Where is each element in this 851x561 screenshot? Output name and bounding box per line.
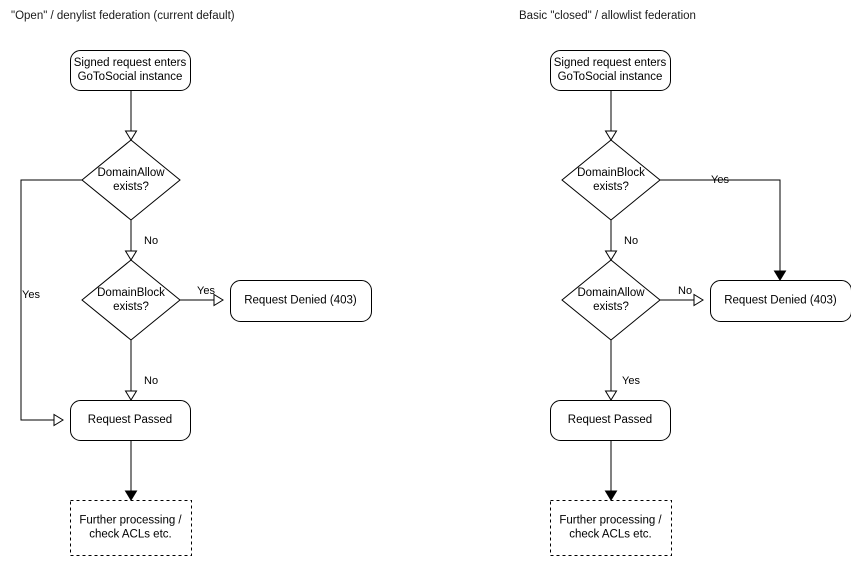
domain-allow-decision-shape <box>81 139 181 221</box>
further-processing-node-text: check ACLs etc. <box>89 529 171 541</box>
request-passed-node[interactable]: Request Passed <box>70 400 191 441</box>
further-processing-node-shape <box>70 500 192 556</box>
signed-request-entry-text: Signed request enters <box>74 57 187 69</box>
signed-request-entry-text: Signed request enters <box>554 57 667 69</box>
further-processing-node-shape <box>550 500 672 556</box>
arrowhead-filled-down <box>773 270 787 281</box>
arrowhead-open-right <box>53 413 64 427</box>
signed-request-entry-shape <box>70 50 191 91</box>
signed-request-entry-shape <box>550 50 671 91</box>
request-passed-node[interactable]: Request Passed <box>550 400 671 441</box>
panel-closed-federation: Basic "closed" / allowlist federationYes… <box>519 10 851 556</box>
panel-title: Basic "closed" / allowlist federation <box>519 10 696 22</box>
domain-allow-decision-text: DomainAllow <box>577 287 645 299</box>
request-passed-node-text: Request Passed <box>568 414 652 426</box>
domain-allow-decision-shape <box>561 259 661 341</box>
arrowhead-open-right <box>213 293 224 307</box>
edge-domain-allow-no-label: No <box>678 285 692 297</box>
domain-block-decision[interactable]: DomainBlock exists? <box>81 259 181 341</box>
signed-request-entry-text: GoToSocial instance <box>558 71 663 83</box>
arrowhead-open-down <box>604 130 618 141</box>
domain-allow-decision[interactable]: DomainAllow exists? <box>81 139 181 221</box>
edge-domain-allow-no-label: No <box>144 235 158 247</box>
domain-block-decision-text: exists? <box>593 181 629 193</box>
arrowhead-open-down <box>124 390 138 401</box>
domain-allow-decision-text: exists? <box>113 181 149 193</box>
domain-block-decision-text: DomainBlock <box>97 287 165 299</box>
domain-block-decision[interactable]: DomainBlock exists? <box>561 139 661 221</box>
request-passed-node-shape <box>550 400 671 441</box>
domain-allow-decision[interactable]: DomainAllow exists? <box>561 259 661 341</box>
request-passed-node-shape <box>70 400 191 441</box>
arrowhead-filled-down <box>604 490 618 501</box>
further-processing-node[interactable]: Further processing / check ACLs etc. <box>550 500 672 556</box>
domain-block-decision-text: exists? <box>113 301 149 313</box>
edge-domain-block-no-label: No <box>144 375 158 387</box>
further-processing-node-text: Further processing / <box>559 515 662 527</box>
edge-domain-block-yes-label: Yes <box>197 285 215 297</box>
arrowhead-open-down <box>604 250 618 261</box>
domain-allow-decision-text: exists? <box>593 301 629 313</box>
panel-open-federation: "Open" / denylist federation (current de… <box>11 10 372 556</box>
arrowhead-open-right <box>693 293 704 307</box>
request-denied-node[interactable]: Request Denied (403) <box>710 280 851 322</box>
request-passed-node-text: Request Passed <box>88 414 172 426</box>
request-denied-node[interactable]: Request Denied (403) <box>230 280 372 322</box>
domain-allow-decision-text: DomainAllow <box>97 167 165 179</box>
edge-domain-allow-yes-label: Yes <box>22 289 40 301</box>
arrowhead-open-down <box>124 250 138 261</box>
edge-domain-block-no-label: No <box>624 235 638 247</box>
signed-request-entry-text: GoToSocial instance <box>78 71 183 83</box>
request-denied-node-text: Request Denied (403) <box>724 295 837 307</box>
request-denied-node-shape <box>230 280 372 322</box>
edge-domain-allow-yes-label: Yes <box>622 375 640 387</box>
further-processing-node-text: check ACLs etc. <box>569 529 651 541</box>
domain-block-decision-shape <box>561 139 661 221</box>
edge-domain-allow-yes <box>20 179 82 421</box>
further-processing-node-text: Further processing / <box>79 515 182 527</box>
arrowhead-open-down <box>124 130 138 141</box>
edge-domain-block-yes-label: Yes <box>711 174 729 186</box>
panel-title: "Open" / denylist federation (current de… <box>11 10 235 22</box>
domain-block-decision-text: DomainBlock <box>577 167 645 179</box>
further-processing-node[interactable]: Further processing / check ACLs etc. <box>70 500 192 556</box>
arrowhead-open-down <box>604 390 618 401</box>
request-denied-node-shape <box>710 280 851 322</box>
arrowhead-filled-down <box>124 490 138 501</box>
request-denied-node-text: Request Denied (403) <box>244 295 357 307</box>
edge-domain-block-yes <box>660 179 781 275</box>
domain-block-decision-shape <box>81 259 181 341</box>
